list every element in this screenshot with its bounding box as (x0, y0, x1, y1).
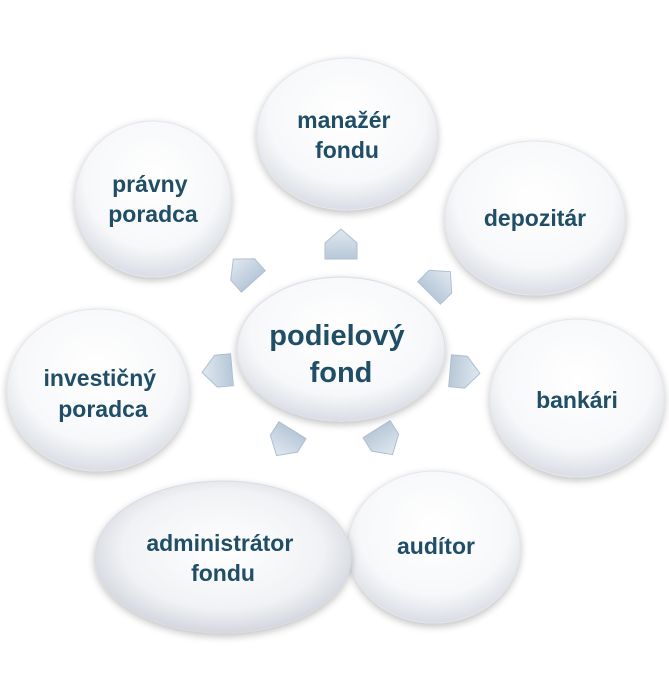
label-line: poradca (58, 396, 148, 422)
node-investicny-poradca: investičný poradca (6, 308, 190, 472)
label-line: manažér (297, 107, 390, 133)
node-label: depozitár (484, 205, 586, 231)
arrow-to-depozitar (417, 269, 453, 305)
bubble (94, 480, 352, 634)
node-label: právny poradca (108, 171, 198, 227)
arrows (201, 228, 481, 457)
arrow-to-investicny-poradca (201, 353, 234, 388)
node-pravny-poradca: právny poradca (74, 120, 232, 278)
arrow-to-pravny-poradca (230, 258, 266, 293)
bubble (6, 308, 190, 472)
label-line: bankári (536, 387, 618, 413)
node-manazer-fondu: manažér fondu (256, 57, 438, 211)
label-line: audítor (397, 533, 475, 559)
label-line: fondu (315, 137, 379, 163)
label-line: podielový (269, 320, 404, 352)
bubble (256, 57, 438, 211)
label-line: fond (310, 357, 373, 389)
node-bankari: bankári (489, 318, 665, 478)
center-label: podielový fond (269, 320, 412, 389)
node-administrator-fondu: administrátor fondu (94, 480, 352, 634)
arrow-to-administrator-fondu (269, 420, 307, 457)
node-label: manažér fondu (297, 107, 397, 163)
node-auditor: audítor (347, 470, 521, 624)
bubble (489, 318, 665, 478)
label-line: fondu (191, 560, 255, 586)
center-bubble (236, 276, 446, 422)
bubble (74, 120, 232, 278)
center-node: podielový fond (236, 276, 446, 422)
label-line: právny (112, 171, 188, 197)
label-line: administrátor (146, 530, 293, 556)
label-line: poradca (108, 201, 198, 227)
node-label: bankári (536, 387, 618, 413)
arrow-to-bankari (448, 354, 481, 389)
label-line: depozitár (484, 205, 586, 231)
label-line: investičný (44, 365, 157, 391)
arrow-to-manazer-fondu (324, 228, 358, 260)
node-label: audítor (397, 533, 475, 559)
arrow-to-auditor (362, 419, 400, 456)
bubble (444, 140, 626, 296)
node-label: administrátor fondu (146, 530, 299, 586)
node-label: investičný poradca (44, 365, 163, 422)
node-depozitar: depozitár (444, 140, 626, 296)
